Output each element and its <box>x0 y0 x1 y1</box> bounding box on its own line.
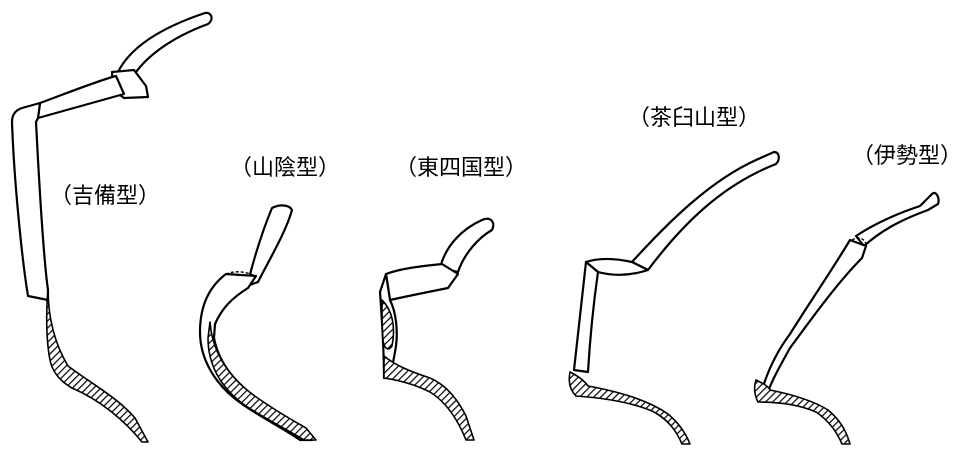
higashi-shikoku-rim <box>438 217 495 274</box>
chausuyama-body <box>572 260 600 374</box>
higashi-shikoku-base-hatch <box>383 355 475 441</box>
kibi-neck <box>36 74 126 120</box>
sanin-neck <box>245 204 294 288</box>
chausuyama-neck <box>584 257 650 276</box>
label-sanin: （山陰型） <box>230 156 341 181</box>
chausuyama-rim <box>630 150 780 272</box>
profile-chausuyama <box>568 150 780 445</box>
kibi-body <box>10 101 50 302</box>
ise-base-hatch <box>753 379 851 445</box>
kibi-base-hatch <box>45 287 149 443</box>
higashi-shikoku-collar-hatch <box>381 299 395 350</box>
chausuyama-base-hatch <box>568 371 691 445</box>
profile-ise <box>753 191 940 445</box>
ise-body <box>760 238 868 394</box>
profile-kibi <box>10 11 213 443</box>
higashi-shikoku-collar <box>384 262 460 302</box>
label-chausuyama: （茶臼山型） <box>628 106 761 131</box>
label-kibi: （吉備型） <box>50 184 161 209</box>
sanin-base-hatch <box>207 321 317 441</box>
label-ise: （伊勢型） <box>852 144 963 169</box>
label-higashi-shikoku: （東四国型） <box>395 156 528 181</box>
kibi-rim <box>116 11 213 80</box>
profile-sanin <box>198 204 317 442</box>
profile-higashi-shikoku <box>378 217 495 441</box>
ise-rim <box>854 191 940 248</box>
ise-joint <box>851 237 867 245</box>
